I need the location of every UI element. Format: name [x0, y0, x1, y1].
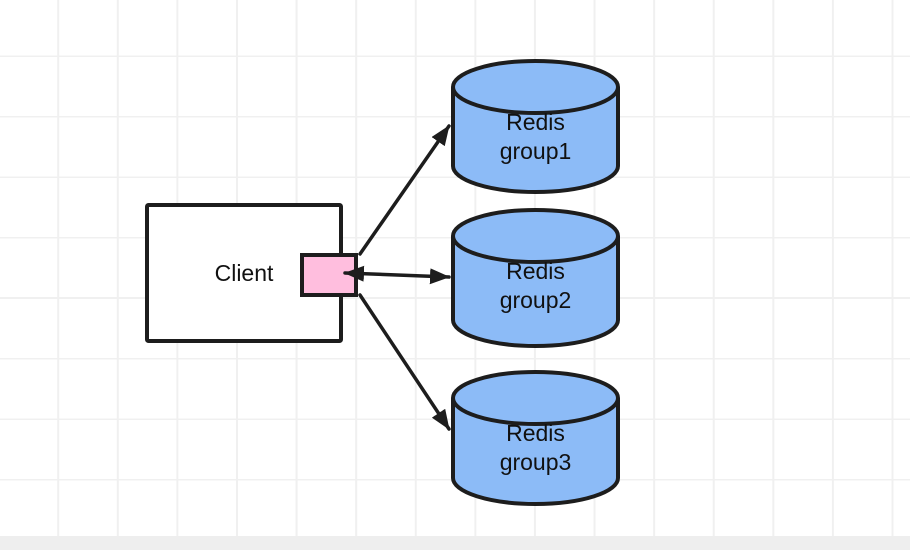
cylinder-body[interactable] [451, 87, 620, 194]
redis-group1-node[interactable] [451, 59, 620, 194]
port-shape[interactable] [300, 253, 358, 297]
redis-group3-node[interactable] [451, 370, 620, 506]
edge-client-to-group2[interactable] [343, 265, 451, 285]
edge-client-to-group3[interactable] [358, 293, 451, 431]
client-port-node[interactable] [300, 253, 358, 297]
cylinder-body[interactable] [451, 398, 620, 506]
redis-group2-node[interactable] [451, 208, 620, 348]
cylinder-top[interactable] [451, 208, 620, 264]
edge-line[interactable] [358, 124, 451, 256]
edge-client-to-group1[interactable] [358, 124, 451, 256]
cylinder-body[interactable] [451, 236, 620, 348]
cylinder-top[interactable] [451, 370, 620, 426]
cylinder-top[interactable] [451, 59, 620, 115]
edge-line[interactable] [358, 293, 451, 431]
edge-line[interactable] [343, 265, 451, 285]
canvas-bottom-edge [0, 536, 910, 550]
